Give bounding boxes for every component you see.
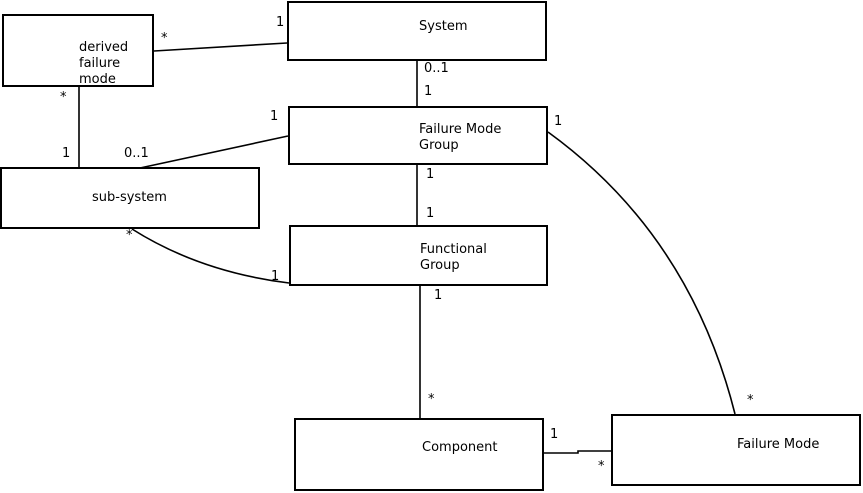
multiplicity-fg-component-near-component: * [428,392,435,407]
node-derived-failure-mode: derived failure mode [2,14,154,87]
node-label-derived-failure-mode: derived failure mode [79,40,129,87]
node-failure-mode: Failure Mode [611,414,861,486]
node-label-functional-group: Functional Group [420,242,487,273]
connector-derived-failure-mode-system [153,42,288,52]
multiplicity-subsystem-fmg-near-subsystem: 0..1 [124,146,149,161]
multiplicity-dfm-system-near-system: 1 [276,15,285,30]
multiplicity-fmg-fm-near-fm: * [747,393,754,408]
multiplicity-subsystem-fg-near-subsystem: * [126,228,133,243]
connector-sub-system-functional-group [131,228,290,284]
connector-component-failure-mode [544,450,611,454]
multiplicity-dfm-subsystem-near-subsystem: 1 [62,146,71,161]
multiplicity-fmg-fg-near-fg: 1 [426,206,435,221]
multiplicity-system-fmg-near-fmg: 1 [424,84,433,99]
node-label-sub-system: sub-system [92,190,167,205]
multiplicity-component-fm-near-fm: * [598,459,605,474]
multiplicity-subsystem-fg-near-fg: 1 [271,269,280,284]
multiplicity-system-fmg-near-system: 0..1 [424,61,449,76]
multiplicity-component-fm-near-component: 1 [550,427,559,442]
node-label-failure-mode-group: Failure Mode Group [419,122,502,153]
node-label-failure-mode: Failure Mode [737,437,820,452]
multiplicity-fmg-fg-near-fmg: 1 [426,167,435,182]
node-component: Component [294,418,544,491]
node-sub-system: sub-system [0,167,260,229]
node-functional-group: Functional Group [289,225,548,286]
multiplicity-fg-component-near-fg: 1 [434,288,443,303]
multiplicity-dfm-subsystem-near-dfm: * [60,90,67,105]
multiplicity-dfm-system-near-dfm: * [161,31,168,46]
node-system: System [287,1,547,61]
multiplicity-fmg-fm-near-fmg: 1 [554,114,563,129]
multiplicity-subsystem-fmg-near-fmg: 1 [270,109,279,124]
node-failure-mode-group: Failure Mode Group [288,106,548,165]
node-label-component: Component [422,440,498,455]
node-label-system: System [419,19,468,34]
connector-failure-mode-group-failure-mode [547,131,736,415]
connector-sub-system-failure-mode-group [139,135,289,169]
